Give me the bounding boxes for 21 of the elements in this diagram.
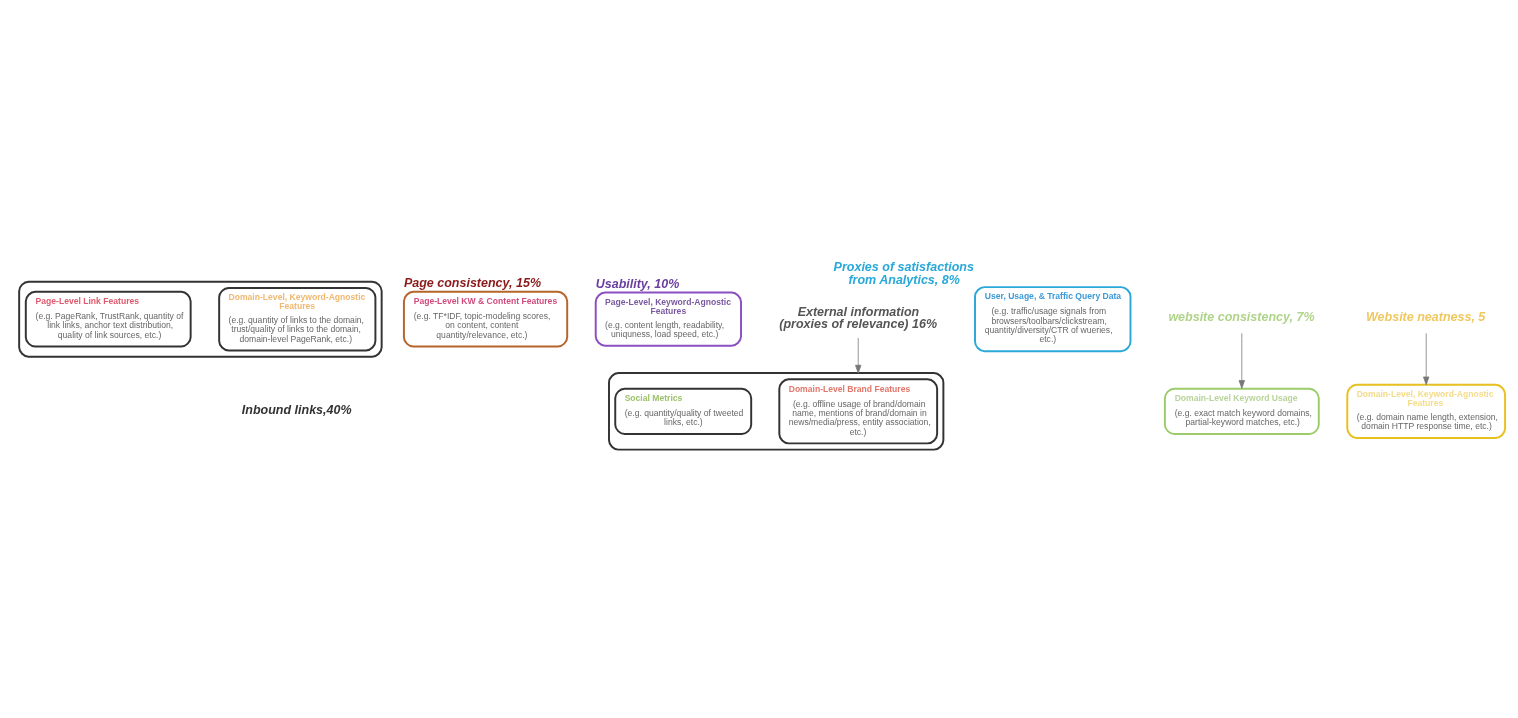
cluster xyxy=(608,372,945,451)
node-box: User, Usage, & Traffic Query Data (e.g. traffic/usage signals from browsers/toolbars/clickstream, quantity/diversity/CTR of wueries, etc.) xyxy=(974,286,1132,353)
node-text: Website neatness, 5 xyxy=(1366,310,1486,325)
node-label: Page consistency, 15% xyxy=(403,275,542,290)
node-label: Inbound links,40% xyxy=(241,402,352,417)
node-box: Page-Level KW & Content Features (e.g. TF*IDF, topic-modeling scores, on content, content quantity/relevance, etc.) xyxy=(402,290,569,348)
node-box: Page-Level Link Features (e.g. PageRank, TrustRank, quantity of link links, anchor text distribution, quality of link sources, etc.) xyxy=(24,290,192,348)
arrow xyxy=(1238,332,1245,389)
node-text: website consistency, 7% xyxy=(1168,310,1315,325)
node-box: Domain-Level Brand Features (e.g. offline usage of brand/domain name, mentions of brand/domain in news/media/press, entity association, etc.) xyxy=(778,378,939,445)
node-label: Proxies of satisfactions from Analytics, 8% xyxy=(833,260,974,287)
node-label: Usability, 10% xyxy=(595,276,680,291)
cluster xyxy=(18,280,383,358)
arrow xyxy=(1423,332,1430,386)
node-box: Domain-Level Keyword Usage (e.g. exact match keyword domains, partial-keyword matches, etc.) xyxy=(1163,387,1320,435)
node-box: Domain-Level, Keyword-Agnostic Features (e.g. domain name length, extension, domain HTTP response time, etc.) xyxy=(1346,383,1507,439)
node-box: Page-Level, Keyword-Agnostic Features (e.g. content length, readability, uniquness, load speed, etc.) xyxy=(594,291,742,347)
node-text: External information (proxies of relevance) 16% xyxy=(779,304,938,332)
node-box: Social Metrics (e.g. quantity/quality of tweeted links, etc.) xyxy=(614,387,753,435)
arrow xyxy=(855,337,862,374)
node-box: Domain-Level, Keyword-Agnostic Features (e.g. quantity of links to the domain, trust/quality of links to the domain, domain-level PageRank, etc.) xyxy=(218,286,377,352)
